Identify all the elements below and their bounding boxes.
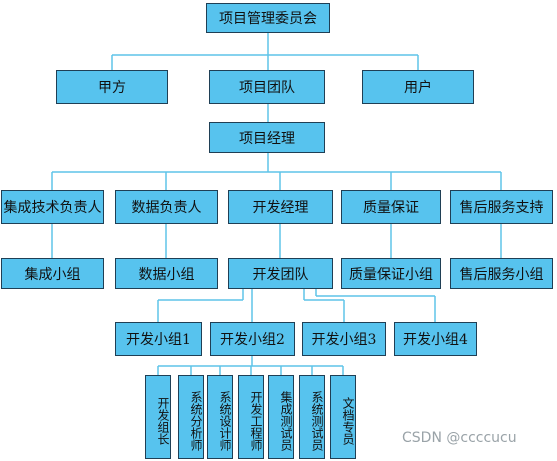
node-dev-group-3: 开发小组3 — [302, 322, 386, 356]
node-role-system-designer: 系统设计师 — [207, 375, 233, 459]
node-dev-group-1: 开发小组1 — [115, 322, 202, 356]
node-party-a: 甲方 — [56, 70, 168, 104]
watermark: CSDN @ccccucu — [402, 430, 517, 446]
node-user: 用户 — [362, 70, 474, 104]
node-role-system-tester: 系统测试员 — [299, 375, 325, 459]
node-data-lead: 数据负责人 — [115, 190, 218, 224]
node-role-system-analyst: 系统分析师 — [178, 375, 204, 459]
node-after-sales-group: 售后服务小组 — [450, 258, 553, 289]
node-qa: 质量保证 — [341, 190, 441, 224]
node-dev-manager: 开发经理 — [228, 190, 333, 224]
node-project-team: 项目团队 — [209, 70, 325, 104]
node-dev-group-4: 开发小组4 — [394, 322, 477, 356]
node-integration-lead: 集成技术负责人 — [1, 190, 104, 224]
node-dev-team: 开发团队 — [228, 258, 333, 289]
node-role-dev-lead: 开发组长 — [145, 375, 171, 459]
node-qa-group: 质量保证小组 — [341, 258, 441, 289]
node-dev-group-2: 开发小组2 — [210, 322, 295, 356]
node-committee: 项目管理委员会 — [206, 3, 330, 33]
node-role-doc-specialist: 文档专员 — [330, 375, 356, 459]
node-project-manager: 项目经理 — [209, 122, 325, 153]
node-after-sales: 售后服务支持 — [450, 190, 553, 224]
node-integration-group: 集成小组 — [1, 258, 104, 289]
node-role-dev-engineer: 开发工程师 — [238, 375, 264, 459]
node-role-integration-tester: 集成测试员 — [268, 375, 294, 459]
node-data-group: 数据小组 — [115, 258, 218, 289]
